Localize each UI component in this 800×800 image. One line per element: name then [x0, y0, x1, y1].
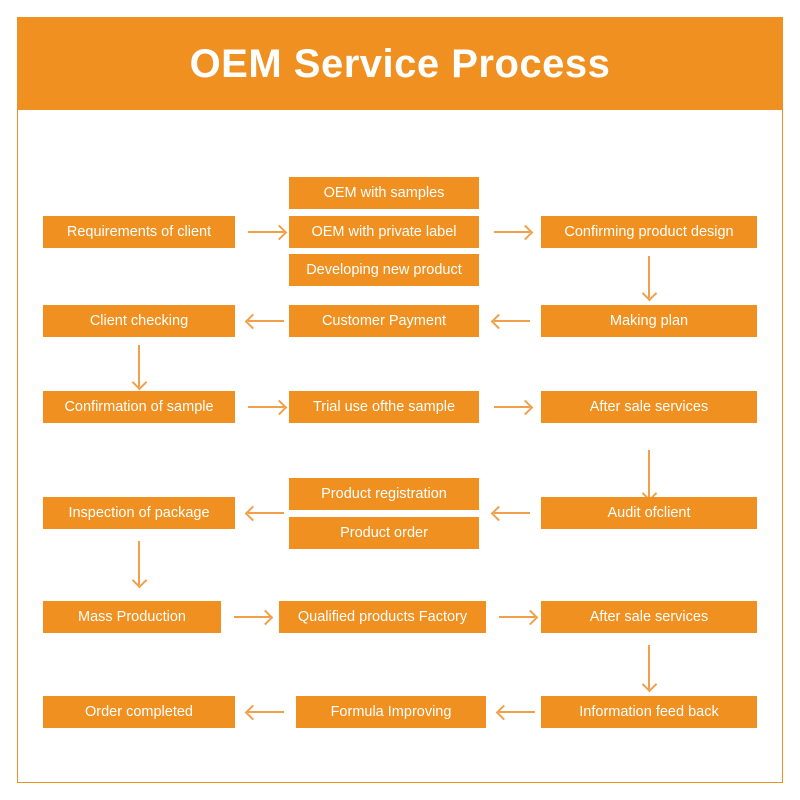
node-confirmation-of-sample[interactable]: Confirmation of sample [43, 391, 235, 423]
arrow-confirming-design-to-making-plan [641, 256, 657, 302]
arrow-head-left-icon [244, 505, 261, 521]
arrow-requirements-to-oem [248, 224, 288, 240]
arrow-shaft [499, 616, 535, 618]
arrow-shaft [248, 512, 284, 514]
node-making-plan[interactable]: Making plan [541, 305, 757, 337]
arrow-shaft [234, 616, 270, 618]
arrow-after-sale-services-to-information-feed-back [641, 645, 657, 693]
arrow-shaft [494, 231, 530, 233]
arrow-head-left-icon [244, 704, 261, 720]
arrow-shaft [248, 320, 284, 322]
node-trial-use-of-the-sample[interactable]: Trial use ofthe sample [289, 391, 479, 423]
node-qualified-products-factory[interactable]: Qualified products Factory [279, 601, 486, 633]
node-oem-with-samples[interactable]: OEM with samples [289, 177, 479, 209]
arrow-head-left-icon [490, 505, 507, 521]
arrow-shaft [248, 406, 284, 408]
arrow-client-checking-to-confirmation-of-sample [131, 345, 147, 391]
node-customer-payment[interactable]: Customer Payment [289, 305, 479, 337]
node-information-feed-back[interactable]: Information feed back [541, 696, 757, 728]
node-product-order[interactable]: Product order [289, 517, 479, 549]
arrow-making-plan-to-customer-payment [490, 313, 530, 329]
node-confirming-product-design[interactable]: Confirming product design [541, 216, 757, 248]
arrow-customer-payment-to-client-checking [244, 313, 284, 329]
arrow-qualified-products-to-after-sale-services [499, 609, 539, 625]
arrow-shaft [648, 256, 650, 298]
arrow-shaft [648, 645, 650, 689]
node-developing-new-product[interactable]: Developing new product [289, 254, 479, 286]
arrow-shaft [494, 320, 530, 322]
page-title: OEM Service Process [189, 41, 611, 86]
arrow-confirmation-to-trial-use [248, 399, 288, 415]
node-after-sale-services-bottom[interactable]: After sale services [541, 601, 757, 633]
node-product-registration[interactable]: Product registration [289, 478, 479, 510]
node-order-completed[interactable]: Order completed [43, 696, 235, 728]
arrow-after-sale-services-to-audit-of-client [641, 450, 657, 502]
arrow-product-to-inspection-of-package [244, 505, 284, 521]
arrow-audit-of-client-to-product [490, 505, 530, 521]
node-audit-of-client[interactable]: Audit ofclient [541, 497, 757, 529]
arrow-formula-improving-to-order-completed [244, 704, 284, 720]
arrow-shaft [494, 406, 530, 408]
arrow-shaft [248, 231, 284, 233]
arrow-head-left-icon [244, 313, 261, 329]
arrow-shaft [138, 541, 140, 585]
arrow-shaft [648, 450, 650, 498]
arrow-trial-use-to-after-sale-services [494, 399, 534, 415]
node-after-sale-services-top[interactable]: After sale services [541, 391, 757, 423]
node-inspection-of-package[interactable]: Inspection of package [43, 497, 235, 529]
node-formula-improving[interactable]: Formula Improving [296, 696, 486, 728]
node-oem-with-private-label[interactable]: OEM with private label [289, 216, 479, 248]
arrow-inspection-to-mass-production [131, 541, 147, 589]
arrow-shaft [494, 512, 530, 514]
node-client-checking[interactable]: Client checking [43, 305, 235, 337]
node-mass-production[interactable]: Mass Production [43, 601, 221, 633]
arrow-head-left-icon [490, 313, 507, 329]
node-requirements-of-client[interactable]: Requirements of client [43, 216, 235, 248]
arrow-shaft [499, 711, 535, 713]
arrow-information-feed-back-to-formula-improving [495, 704, 535, 720]
header-banner: OEM Service Process [17, 17, 783, 110]
arrow-head-left-icon [495, 704, 512, 720]
arrow-shaft [138, 345, 140, 387]
arrow-mass-production-to-qualified-products [234, 609, 274, 625]
arrow-oem-to-confirming-design [494, 224, 534, 240]
arrow-shaft [248, 711, 284, 713]
